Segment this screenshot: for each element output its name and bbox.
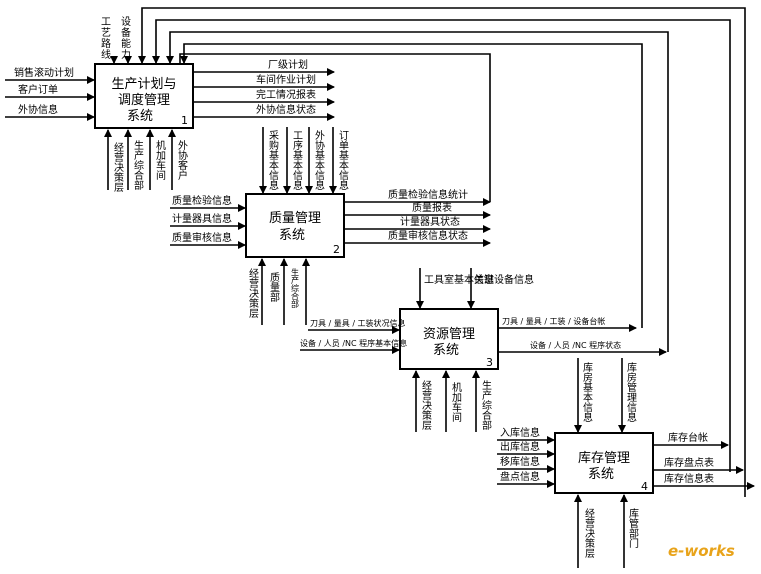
label-equip-capacity: 设备能力 [119,16,131,60]
box3-line2: 系统 [433,343,459,358]
box2-line1: 质量管理 [269,211,321,226]
loop-2 [152,19,731,472]
label-equip-basic: 设备 / 人员 /NC 程序基本信息 [300,338,407,348]
box3-controls: 工具室基本信息 关键设备信息 [416,268,534,309]
label-inspect-stats: 质量检验信息统计 [388,188,468,201]
label-in-info: 入库信息 [500,426,540,439]
label-b3-mach: 机加车间 [450,381,462,423]
label-audit-status: 质量审核信息状态 [388,229,468,242]
box2-controls: 采购基本信息 工序基本信息 外协基本信息 订单基本信息 [259,127,349,194]
loop-3 [166,31,669,352]
box4-inputs: 入库信息 出库信息 移库信息 盘点信息 [497,426,555,488]
label-factory-plan: 厂级计划 [268,58,308,71]
label-stock-ledger: 库存台帐 [668,431,708,444]
box2-mechanisms: 经营决策层 质量部 生产综合部 [247,258,310,325]
box1-line2: 调度管理 [118,92,170,108]
box2-line2: 系统 [279,228,305,243]
label-b4-dept: 库管部门 [627,507,639,549]
box1-inputs: 销售滚动计划 客户订单 外协信息 [5,66,95,121]
box4-line1: 库存管理 [578,450,630,466]
box3-mechanisms: 经营决策层 机加车间 生产综合部 [412,370,492,432]
box1-number: 1 [181,114,188,127]
label-ledger: 刀具 / 量具 / 工装 / 设备台帐 [502,316,605,326]
box-resource-management: 资源管理 系统 3 [399,308,499,370]
box3-outputs: 刀具 / 量具 / 工装 / 设备台帐 设备 / 人员 /NC 程序状态 [499,316,667,356]
box2-inputs: 质量检验信息 计量器具信息 质量审核信息 [170,194,246,249]
box3-line1: 资源管理 [423,327,475,342]
box4-line2: 系统 [588,467,614,482]
label-inspect-info: 质量检验信息 [172,194,232,207]
label-count-info: 盘点信息 [500,470,540,483]
box1-mechanisms [104,129,176,190]
box1-outputs: 厂级计划 车间作业计划 完工情况报表 外协信息状态 [194,58,335,121]
label-workshop-plan: 车间作业计划 [256,73,316,86]
label-b2-decision: 经营决策层 [247,267,259,319]
label-b1-outcust: 外协客户 [176,140,188,181]
label-meter-status: 计量器具状态 [400,215,460,228]
label-store-mgmt: 库房管理信息 [625,361,637,422]
label-b2-prod: 生产综合部 [291,267,300,309]
label-outsource-info: 外协信息 [18,103,58,116]
box1-vertical-labels: 工艺路线 设备能力 经营决策层 生产综合部 机加车间 外协客户 [99,16,188,193]
loop-1 [138,7,746,497]
label-store-basic: 库房基本信息 [581,361,593,422]
box2-outputs: 质量检验信息统计 质量报表 计量器具状态 质量审核信息状态 [345,188,491,247]
box-inventory-management: 库存管理 系统 4 [554,432,654,494]
label-stock-count: 库存盘点表 [664,456,714,469]
label-sales-plan: 销售滚动计划 [14,66,74,79]
label-outsrc-basic: 外协基本信息 [313,130,325,190]
label-toolroom: 工具室基本信息 [424,273,494,286]
box1-line1: 生产计划与 [111,77,176,92]
label-b3-decision: 经营决策层 [420,379,432,431]
label-purchase-basic: 采购基本信息 [267,130,279,190]
label-outsrc-status: 外协信息状态 [256,103,316,116]
label-out-info: 出库信息 [500,440,540,453]
box4-controls: 库房基本信息 库房管理信息 [574,358,637,433]
label-b1-mach: 机加车间 [154,139,166,181]
label-b4-decision: 经营决策层 [583,507,595,559]
label-tools-status: 刀具 / 量具 / 工装状况信息 [310,318,406,328]
label-move-info: 移库信息 [500,455,540,468]
label-b1-decision: 经营决策层 [112,141,124,193]
label-meter-info: 计量器具信息 [172,212,232,225]
loop-5 [179,53,491,202]
label-keyequip: 关键设备信息 [474,273,534,286]
label-order-basic: 订单基本信息 [337,130,349,190]
label-b2-quality: 质量部 [268,272,280,303]
box1-line3: 系统 [127,109,153,124]
box3-inputs: 刀具 / 量具 / 工装状况信息 设备 / 人员 /NC 程序基本信息 [300,318,407,354]
box-production-planning: 生产计划与 调度管理 系统 1 [94,63,194,129]
label-customer-order: 客户订单 [18,83,58,96]
box3-number: 3 [486,356,493,369]
label-audit-info: 质量审核信息 [172,231,232,244]
label-equip-status: 设备 / 人员 /NC 程序状态 [530,340,621,350]
box2-number: 2 [333,243,340,256]
label-process-basic: 工序基本信息 [291,130,303,190]
box4-number: 4 [641,480,648,493]
label-quality-report: 质量报表 [412,201,452,214]
box-quality-management: 质量管理 系统 2 [245,193,345,258]
label-finish-report: 完工情况报表 [256,88,316,101]
box4-outputs: 库存台帐 库存盘点表 库存信息表 [654,431,755,490]
box4-mechanisms: 经营决策层 库管部门 [574,494,639,568]
label-b3-prod: 生产综合部 [480,379,492,431]
label-craft-route-v: 工艺路线 [99,16,111,60]
label-b1-prod: 生产综合部 [132,139,144,191]
label-stock-info: 库存信息表 [664,472,714,485]
box1-controls [110,7,746,497]
eworks-logo: e-works [668,542,735,560]
